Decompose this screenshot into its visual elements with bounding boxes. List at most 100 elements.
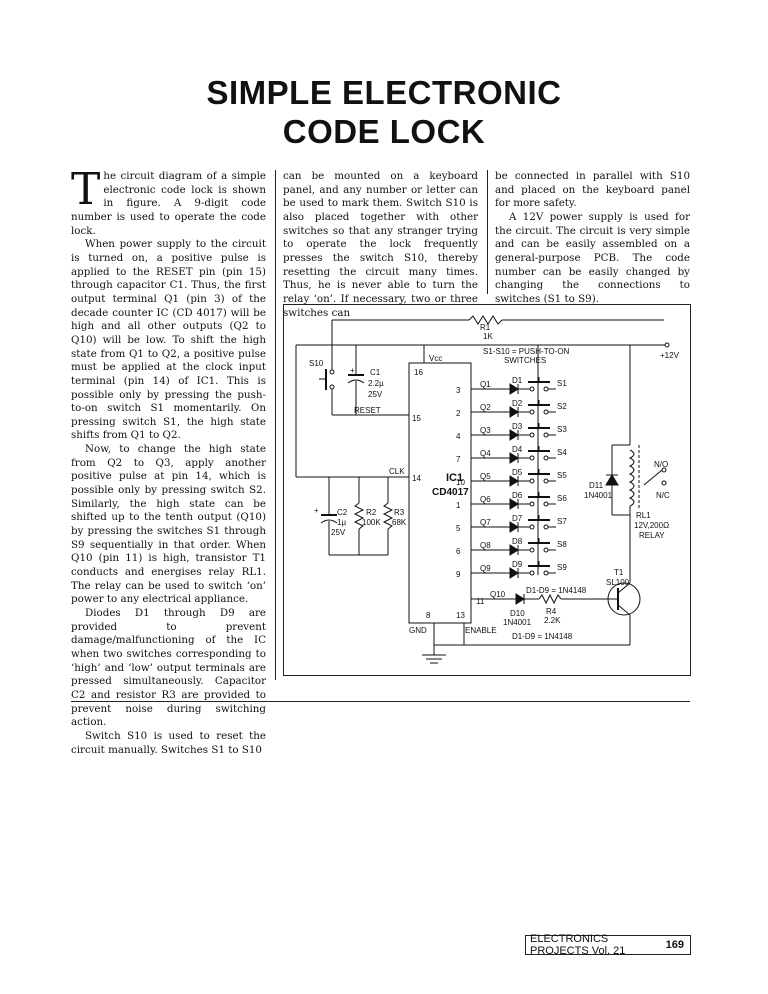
diode-label: D8 xyxy=(512,537,523,546)
diode xyxy=(509,406,519,418)
output-label: Q4 xyxy=(480,449,491,458)
t1-label: T1 xyxy=(614,568,624,577)
switch-contact xyxy=(529,547,535,553)
diode-label: D2 xyxy=(512,399,523,408)
paragraph: Now, to change the high state from Q2 to… xyxy=(71,443,266,606)
pin-label: 4 xyxy=(456,432,461,441)
vcc-label: Vcc xyxy=(429,354,442,363)
ic-part: CD4017 xyxy=(432,487,469,498)
switch-contact xyxy=(543,547,549,553)
ic-name: IC1 xyxy=(446,472,463,484)
d11-label: D11 xyxy=(589,481,604,490)
switch-label: S3 xyxy=(557,425,567,434)
diode-label: D3 xyxy=(512,422,523,431)
switch-contact xyxy=(329,369,335,375)
capacitor-c2 xyxy=(320,519,338,524)
switch-label: S5 xyxy=(557,471,567,480)
transistor-t1 xyxy=(617,582,631,594)
relay-contact xyxy=(661,467,667,473)
t1-value: SL100 xyxy=(606,578,630,587)
pin-label: 3 xyxy=(456,386,461,395)
pin-label: 6 xyxy=(456,547,461,556)
switch-contact xyxy=(529,409,535,415)
c1-plus: + xyxy=(350,366,355,375)
diode-note-2: D1-D9 = 1N4148 xyxy=(512,632,573,641)
r1-label: R1 xyxy=(480,323,491,332)
paragraph: can be mounted on a keyboard panel, and … xyxy=(283,170,478,319)
switch-note-1: S1-S10 = PUSH-TO-ON xyxy=(483,347,570,356)
diode xyxy=(509,498,519,510)
pin-label: 14 xyxy=(412,474,421,483)
diode xyxy=(509,544,519,556)
diode-label: D5 xyxy=(512,468,523,477)
column-divider xyxy=(275,170,276,680)
diode-label: D1 xyxy=(512,376,523,385)
d10-label: D10 xyxy=(510,609,525,618)
c1-voltage: 25V xyxy=(368,390,383,399)
output-label: Q3 xyxy=(480,426,491,435)
reset-label: RESET xyxy=(354,406,381,415)
diode xyxy=(509,521,519,533)
switch-label: S8 xyxy=(557,540,567,549)
q10-label: Q10 xyxy=(490,590,506,599)
diode-label: D6 xyxy=(512,491,523,500)
diode-label: D9 xyxy=(512,560,523,569)
switch-label: S1 xyxy=(557,379,567,388)
paragraph: When power supply to the circuit is turn… xyxy=(71,238,266,442)
switch-contact xyxy=(529,501,535,507)
r4-value: 2.2K xyxy=(544,616,561,625)
relay-coil xyxy=(628,449,635,507)
diode-label: D7 xyxy=(512,514,523,523)
pin-label: 10 xyxy=(456,478,465,487)
no-label: N/O xyxy=(654,460,668,469)
switch-contact xyxy=(529,478,535,484)
d10-value: 1N4001 xyxy=(503,618,532,627)
rl1-label: RL1 xyxy=(636,511,651,520)
capacitor-c1 xyxy=(347,379,365,384)
footer: ELECTRONICS PROJECTS Vol. 21 169 xyxy=(525,933,691,957)
resistor-r1 xyxy=(468,315,503,325)
diode-label: D4 xyxy=(512,445,523,454)
output-label: Q1 xyxy=(480,380,491,389)
article-title-line2: CODE LOCK xyxy=(282,113,486,150)
rl1-type: RELAY xyxy=(639,531,665,540)
paragraph: be connected in parallel with S10 and pl… xyxy=(495,170,690,210)
switch-contact xyxy=(529,386,535,392)
relay-contact xyxy=(643,469,663,486)
pin-label: 13 xyxy=(456,611,465,620)
switch-label: S7 xyxy=(557,517,567,526)
c2-voltage: 25V xyxy=(331,528,346,537)
d11-value: 1N4001 xyxy=(584,491,613,500)
paragraph: A 12V power supply is used for the circu… xyxy=(495,210,690,305)
relay-contact xyxy=(661,480,667,486)
magazine-name: ELECTRONICS PROJECTS Vol. 21 xyxy=(530,933,626,957)
c2-plus: + xyxy=(314,506,319,515)
resistor-r2 xyxy=(353,502,365,530)
switch-contact xyxy=(543,455,549,461)
enable-label: ENABLE xyxy=(465,626,497,635)
resistor-r3 xyxy=(382,502,394,530)
page-number: 169 xyxy=(665,939,684,951)
switch-contact xyxy=(529,524,535,530)
switch-contact xyxy=(543,409,549,415)
pin-label: 11 xyxy=(476,597,485,606)
r2-value: 100K xyxy=(362,518,381,527)
output-label: Q6 xyxy=(480,495,491,504)
paragraph: Diodes D1 through D9 are provided to pre… xyxy=(71,607,266,729)
pin-label: 5 xyxy=(456,524,461,533)
rl1-value: 12V,200Ω xyxy=(634,521,669,530)
diode-d11 xyxy=(605,474,619,486)
column-divider xyxy=(487,170,488,294)
switch-label: S2 xyxy=(557,402,567,411)
transistor-t1 xyxy=(607,582,641,616)
switch-contact xyxy=(543,478,549,484)
switch-contact xyxy=(543,570,549,576)
switch-contact xyxy=(543,386,549,392)
switch-label: S4 xyxy=(557,448,567,457)
switch-contact xyxy=(529,455,535,461)
switch-label: S6 xyxy=(557,494,567,503)
output-label: Q9 xyxy=(480,564,491,573)
diode xyxy=(509,429,519,441)
